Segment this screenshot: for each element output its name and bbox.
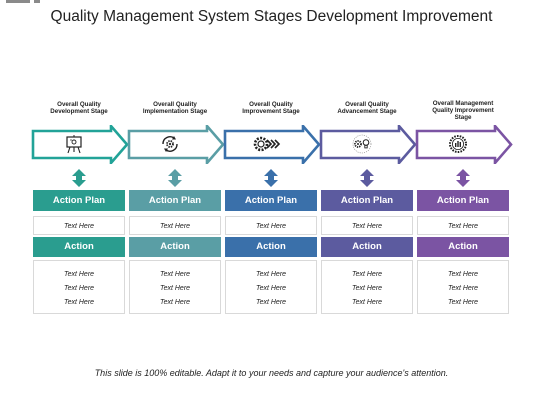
- stage-label-line: Development Stage: [50, 108, 108, 116]
- presentation-board-icon: [63, 133, 85, 155]
- double-arrow-icon: [453, 168, 473, 190]
- double-arrow-icon: [357, 168, 377, 190]
- text-placeholder: Text Here: [159, 285, 191, 292]
- action-plan-header: Action Plan: [321, 190, 413, 211]
- gear-forward-icon: [252, 133, 281, 155]
- stage-arrow: [415, 125, 513, 164]
- corner-decoration: [6, 0, 46, 3]
- action-plan-cell: Text Here: [225, 216, 317, 235]
- stage-label-line: Implementation Stage: [142, 108, 208, 116]
- stage-arrow: [223, 125, 321, 164]
- stage-label-line: Advancement Stage: [337, 108, 397, 116]
- action-plan-cell: Text Here: [129, 216, 221, 235]
- stage-arrow: [127, 125, 225, 164]
- text-placeholder: Text Here: [447, 271, 479, 278]
- stage-label-line: Overall Quality: [345, 101, 389, 108]
- action-header: Action: [225, 237, 317, 257]
- action-header: Action: [417, 237, 509, 257]
- action-header: Action: [129, 237, 221, 257]
- text-placeholder: Text Here: [351, 223, 383, 230]
- double-arrow-icon: [261, 168, 281, 190]
- text-placeholder: Text Here: [255, 299, 287, 306]
- gear-lightbulb-icon: [349, 133, 372, 155]
- text-placeholder: Text Here: [63, 285, 95, 292]
- text-placeholder: Text Here: [351, 299, 383, 306]
- action-plan-cell: Text Here: [33, 216, 125, 235]
- page-title: Quality Management System Stages Develop…: [50, 8, 493, 25]
- text-placeholder: Text Here: [255, 271, 287, 278]
- stage-label-line: Overall Quality: [57, 101, 101, 108]
- stage-label-line: Quality Improvement: [432, 107, 494, 115]
- text-placeholder: Text Here: [351, 271, 383, 278]
- text-placeholder: Text Here: [63, 299, 95, 306]
- text-placeholder: Text Here: [159, 223, 191, 230]
- text-placeholder: Text Here: [159, 271, 191, 278]
- stage-arrow: [31, 125, 129, 164]
- action-plan-cell: Text Here: [417, 216, 509, 235]
- stage-label-line: Stage: [454, 114, 472, 122]
- action-plan-cell: Text Here: [321, 216, 413, 235]
- stage-label-line: Overall Management: [432, 100, 494, 107]
- double-arrow-icon: [165, 168, 185, 190]
- double-arrow-icon: [69, 168, 89, 190]
- text-placeholder: Text Here: [63, 271, 95, 278]
- text-placeholder: Text Here: [447, 285, 479, 292]
- action-header: Action: [321, 237, 413, 257]
- stage-label-line: Overall Quality: [249, 101, 293, 108]
- stage-label-line: Overall Quality: [153, 101, 197, 108]
- action-plan-header: Action Plan: [129, 190, 221, 211]
- text-placeholder: Text Here: [255, 285, 287, 292]
- gear-cycle-icon: [159, 133, 181, 155]
- action-plan-header: Action Plan: [33, 190, 125, 211]
- action-plan-header: Action Plan: [417, 190, 509, 211]
- text-placeholder: Text Here: [447, 299, 479, 306]
- action-header: Action: [33, 237, 125, 257]
- text-placeholder: Text Here: [255, 223, 287, 230]
- action-plan-header: Action Plan: [225, 190, 317, 211]
- text-placeholder: Text Here: [351, 285, 383, 292]
- text-placeholder: Text Here: [159, 299, 191, 306]
- text-placeholder: Text Here: [63, 223, 95, 230]
- text-placeholder: Text Here: [447, 223, 479, 230]
- footer-note: This slide is 100% editable. Adapt it to…: [94, 368, 449, 378]
- gear-chart-icon: [447, 133, 469, 155]
- stage-label-line: Improvement Stage: [242, 108, 300, 116]
